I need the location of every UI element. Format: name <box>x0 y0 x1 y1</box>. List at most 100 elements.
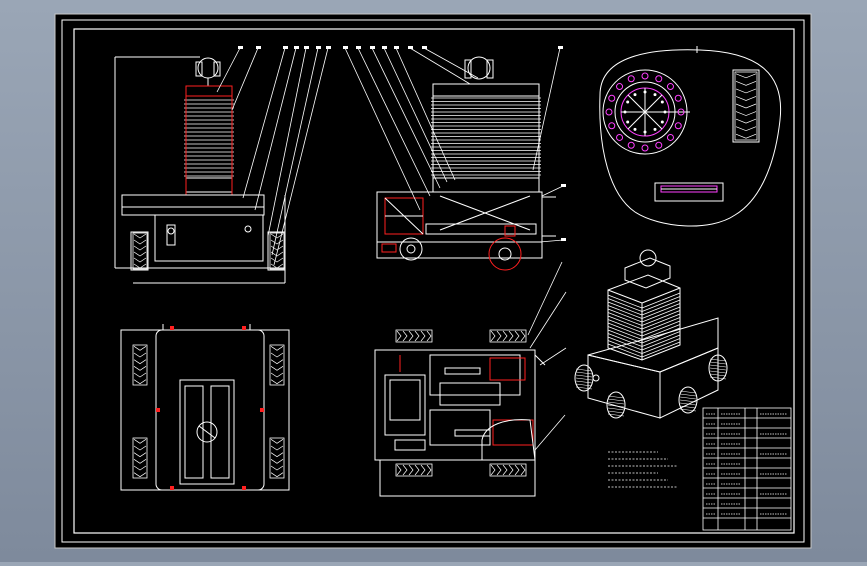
gear-pin <box>633 93 637 97</box>
gear-tooth <box>666 83 674 91</box>
iso-rib <box>641 320 681 337</box>
gear-pin <box>643 130 647 134</box>
iso-rib <box>607 308 643 323</box>
iso-rib <box>641 313 681 330</box>
iso-rib <box>641 292 681 309</box>
front-balloons <box>238 46 331 49</box>
side-balloons <box>343 46 566 241</box>
gear-pin <box>660 120 664 124</box>
iso-wheel-lug <box>607 398 625 402</box>
isometric-bellows <box>607 292 681 358</box>
gear-tooth <box>616 133 624 141</box>
wheel-tread <box>132 344 148 386</box>
tread-lug <box>490 464 496 476</box>
tread-lug <box>520 464 526 476</box>
tread-lug <box>133 239 147 245</box>
iso-rib <box>641 341 681 358</box>
front-leader-lines <box>216 47 329 266</box>
tread-lug <box>270 251 284 257</box>
tread-lug <box>270 445 284 451</box>
tread-lug <box>414 464 420 476</box>
gear-pin <box>623 110 627 114</box>
iso-wheel-lug <box>575 383 593 387</box>
wheel-tread <box>395 463 433 477</box>
iso-wheel-lug <box>607 407 625 411</box>
tread-lug <box>496 330 502 342</box>
tread-lug <box>133 445 147 451</box>
iso-wheel-lug <box>709 367 727 371</box>
tread-lug <box>508 464 514 476</box>
tread-lug <box>520 330 526 342</box>
gear-pin <box>653 93 657 97</box>
gear-pin <box>660 100 664 104</box>
iso-rib <box>607 294 643 309</box>
tread-lug <box>735 73 757 79</box>
iso-rib <box>641 310 681 326</box>
iso-wheel <box>708 354 728 382</box>
wheel-tread <box>132 437 148 479</box>
iso-rib <box>607 336 643 351</box>
tread-lug <box>133 366 147 371</box>
iso-wheel-lug <box>607 401 625 405</box>
tread-lug <box>502 464 508 476</box>
iso-rib <box>641 317 681 333</box>
tread-lug <box>502 330 508 342</box>
iso-wheel-lug <box>607 404 625 408</box>
iso-wheel-lug <box>575 374 593 378</box>
iso-wheel-lug <box>575 377 593 381</box>
iso-rib <box>607 315 643 330</box>
wheel-tread <box>395 329 433 343</box>
iso-rib <box>641 334 681 351</box>
wheel-tread <box>132 232 148 270</box>
tread-lug <box>270 245 284 251</box>
tread-lug <box>514 464 520 476</box>
iso-rib <box>641 331 681 347</box>
outer-frame <box>61 19 805 543</box>
gear-side-tread <box>734 71 758 141</box>
tread-lug <box>270 239 284 245</box>
iso-wheel-lug <box>679 402 697 406</box>
gear-tooth <box>608 94 616 102</box>
iso-rib <box>607 305 643 319</box>
gear-tooth <box>666 133 674 141</box>
iso-wheel-lug <box>679 390 697 394</box>
tread-lug <box>133 257 147 263</box>
iso-rib <box>641 338 681 354</box>
isometric-wheels <box>574 354 728 419</box>
tread-lug <box>133 439 147 444</box>
iso-wheel-lug <box>575 368 593 372</box>
tread-lug <box>133 459 147 464</box>
iso-wheel-lug <box>607 410 625 414</box>
gear-tooth <box>674 94 682 102</box>
title-block-text <box>706 413 787 515</box>
iso-wheel-lug <box>607 413 625 417</box>
tread-lug <box>270 366 284 371</box>
iso-rib <box>607 301 643 316</box>
tread-lug <box>270 359 284 365</box>
gear-tooth <box>608 122 616 130</box>
iso-wheel-lug <box>709 370 727 374</box>
tread-lug <box>133 465 147 471</box>
wheel-tread <box>734 71 758 141</box>
technical-notes <box>608 451 678 488</box>
tread-lug <box>270 379 284 385</box>
bottom-plan-wheels <box>132 344 285 479</box>
tread-lug <box>735 133 757 139</box>
tread-lug <box>133 233 147 239</box>
tread-lug <box>396 330 402 342</box>
front-wheel-treads <box>132 232 285 270</box>
tread-lug <box>270 263 284 269</box>
tread-lug <box>402 330 408 342</box>
iso-rib <box>607 329 643 344</box>
top-plan-view <box>374 349 546 497</box>
tread-lug <box>133 245 147 251</box>
bottom-plan-red-marks <box>156 326 264 490</box>
wheel-tread <box>489 463 527 477</box>
tread-lug <box>270 352 284 358</box>
tread-lug <box>270 439 284 444</box>
wheel-tread <box>489 329 527 343</box>
tread-lug <box>133 346 147 351</box>
gear-tooth <box>674 122 682 130</box>
iso-rib <box>607 333 643 347</box>
